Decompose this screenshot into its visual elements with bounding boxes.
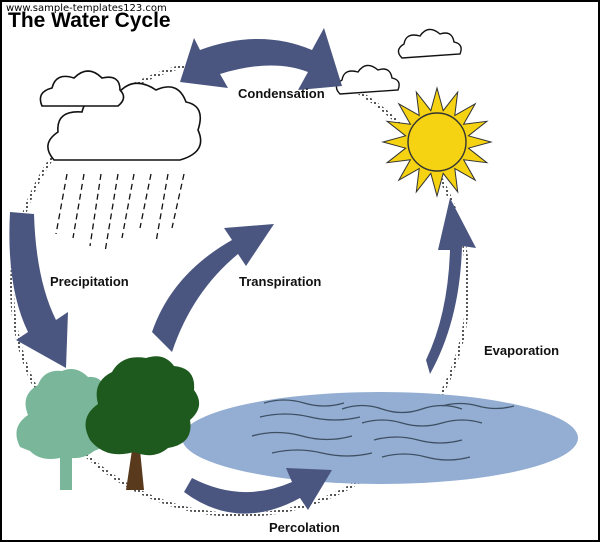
precipitation-label: Precipitation [50, 274, 129, 289]
rain-drops [55, 173, 185, 253]
watermark-text: www.sample-templates123.com [6, 3, 167, 14]
evaporation-arrow [426, 198, 476, 374]
rain-cloud [39, 70, 202, 161]
condensation-arrow [180, 28, 342, 90]
evaporation-label: Evaporation [484, 343, 559, 358]
tree-dark-icon [85, 356, 200, 490]
lake [182, 392, 578, 484]
transpiration-label: Transpiration [239, 274, 321, 289]
small-cloud-right [397, 28, 462, 59]
page-title: The Water Cycle [8, 9, 171, 32]
precipitation-arrow [9, 212, 69, 368]
percolation-arrow [184, 468, 332, 514]
transpiration-arrow [152, 224, 274, 352]
arrows [9, 28, 476, 514]
small-cloud-left [335, 64, 400, 95]
percolation-label: Percolation [269, 520, 340, 535]
condensation-label: Condensation [238, 86, 325, 101]
sun-icon [381, 86, 493, 198]
